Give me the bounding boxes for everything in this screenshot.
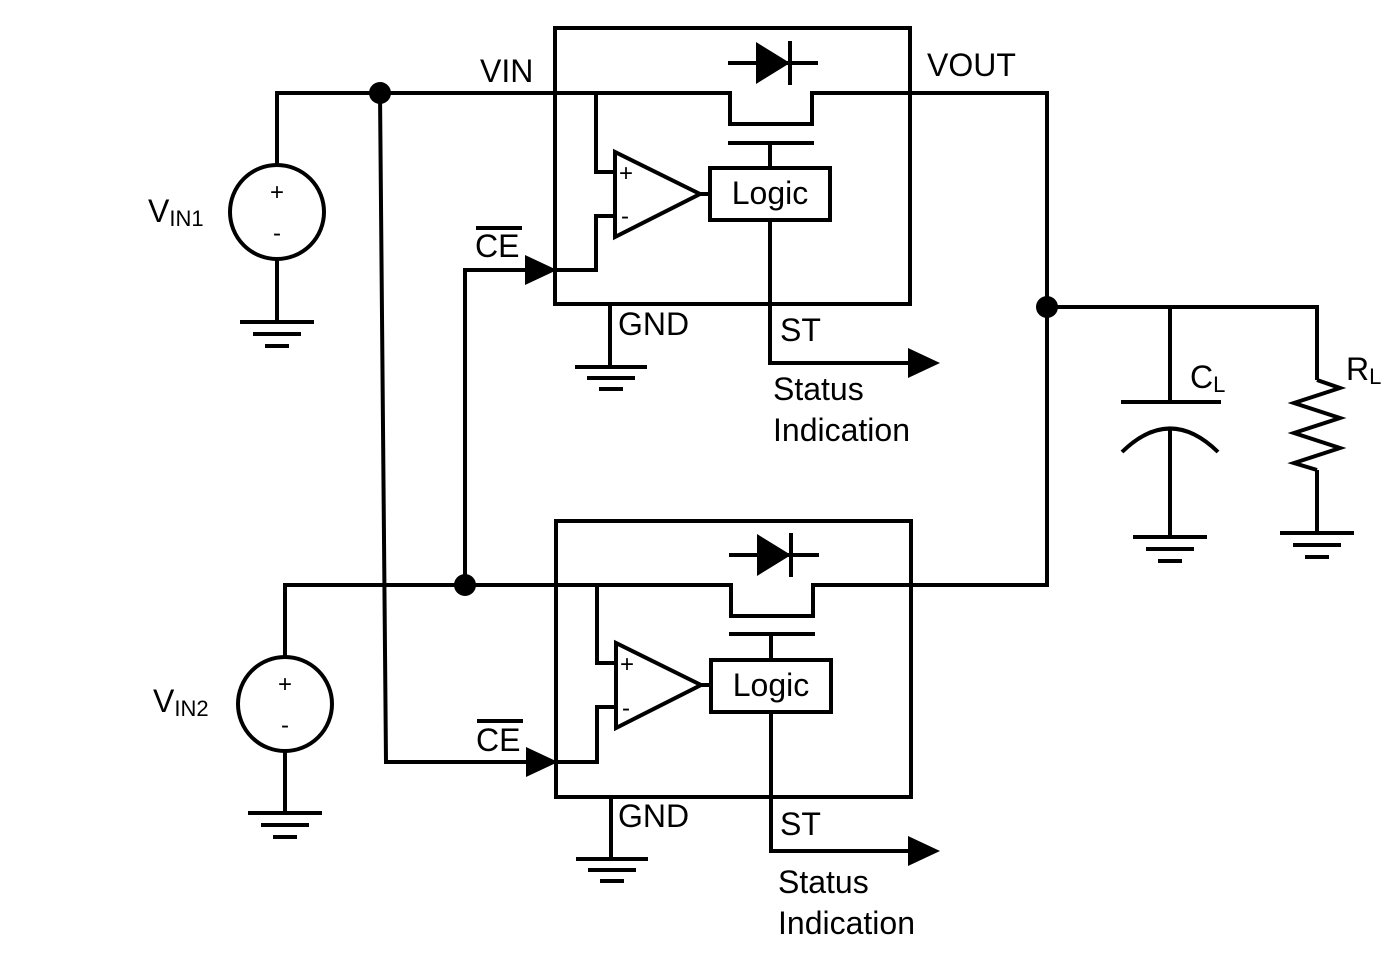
output-network	[910, 91, 1319, 587]
junction-vin2	[454, 574, 476, 596]
source-vin1-minus: -	[273, 220, 281, 247]
ic-top-vin-label: VIN	[480, 53, 533, 89]
ic-bottom-st-label: ST	[780, 806, 821, 842]
source-vin1-label-sub: IN1	[169, 206, 203, 231]
load-resistor-label-sub: L	[1369, 364, 1381, 389]
junction-vin1	[369, 82, 391, 104]
ic-bottom-status-output: ST Status Indication	[769, 712, 940, 941]
ce-cross-wiring	[369, 82, 526, 764]
load-resistor-label-main: R	[1346, 351, 1369, 387]
source-vin1: + - VIN1	[148, 91, 555, 348]
source-vin1-plus: +	[270, 179, 284, 206]
ic-top-comparator: + -	[555, 93, 710, 272]
ic-bottom-comparator: + -	[556, 585, 711, 764]
ic-top-logic-label: Logic	[732, 175, 809, 211]
ic-bottom-body-diode	[729, 533, 819, 577]
ic-bottom-comparator-plus: +	[620, 651, 634, 678]
source-vin2: + - VIN2	[153, 583, 556, 839]
ic-top-gnd-pin: GND	[575, 304, 689, 391]
source-vin1-label: VIN1	[148, 193, 204, 231]
load-resistor-label: RL	[1346, 351, 1381, 389]
ic-bottom-pass-fet	[556, 583, 911, 660]
source-vin2-label: VIN2	[153, 683, 209, 721]
source-vin2-label-sub: IN2	[174, 696, 208, 721]
ic-bottom-status-line1: Status	[778, 864, 869, 900]
ic-bottom-ce-label: CE	[476, 722, 520, 758]
source-vin1-label-main: V	[148, 193, 170, 229]
ic-top-st-label: ST	[780, 312, 821, 348]
source-vin2-minus: -	[281, 712, 289, 739]
ic-bottom-comparator-minus: -	[622, 695, 630, 722]
ic-top-ce-pin: CE	[475, 226, 557, 285]
ic-top-ce-label: CE	[475, 228, 519, 264]
ic-top-body-diode	[728, 41, 818, 85]
ic-top-vout-label: VOUT	[927, 47, 1016, 83]
ic-top-status-output: ST Status Indication	[768, 220, 940, 448]
ic-bottom-ce-pin: CE	[476, 719, 558, 777]
load-capacitor-label-sub: L	[1213, 372, 1225, 397]
ic-bottom-logic-block: Logic	[709, 658, 833, 714]
load-capacitor-label-main: C	[1190, 359, 1213, 395]
load-capacitor: CL	[1120, 307, 1225, 563]
ic-bottom-status-line2: Indication	[778, 905, 915, 941]
ic-top: + - Logic ST Status Indication GND VIN V…	[475, 26, 1016, 448]
ic-top-pass-fet	[555, 91, 910, 168]
ic-top-logic-block: Logic	[708, 166, 832, 222]
source-vin2-plus: +	[278, 671, 292, 698]
ic-bottom-gnd-label: GND	[618, 798, 689, 834]
ic-top-gnd-label: GND	[618, 306, 689, 342]
ic-bottom-gnd-pin: GND	[576, 797, 689, 883]
load-resistor: RL	[1280, 351, 1381, 559]
ic-top-comparator-plus: +	[619, 160, 633, 187]
ic-top-status-line1: Status	[773, 371, 864, 407]
junction-vout	[1036, 296, 1058, 318]
ic-top-comparator-minus: -	[621, 203, 629, 230]
ic-bottom-box	[554, 519, 913, 799]
ic-bottom: + - Logic ST Status Indication GND CE	[476, 519, 940, 941]
ic-top-status-line2: Indication	[773, 412, 910, 448]
ic-bottom-logic-label: Logic	[733, 667, 810, 703]
ic-top-box	[553, 26, 912, 306]
load-capacitor-label: CL	[1190, 359, 1225, 397]
source-vin2-label-main: V	[153, 683, 175, 719]
